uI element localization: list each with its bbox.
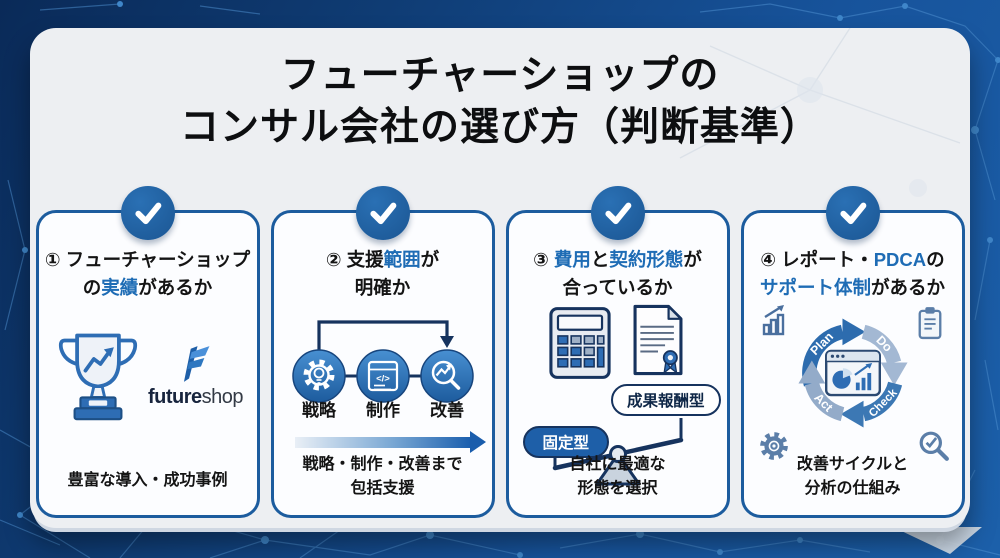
check-icon [134,202,161,225]
balance-scale-group: 固定型 成果報酬型 [509,376,727,490]
futureshop-logo-word: futureshop [147,386,244,408]
gradient-arrow-icon [294,430,486,453]
page-title-line1: フューチャーショップの [280,54,720,97]
gear-bulb-icon [291,348,346,403]
balance-scale-icon [552,417,683,485]
check-badge [355,186,410,240]
check-icon [369,202,396,225]
flow-step-label: 戦略 [302,400,337,420]
card-support-scope: ② 支援範囲が 明確か [270,186,495,518]
growth-chart-icon [762,304,784,335]
card2-caption: 戦略・制作・改善まで 包括支援 [302,456,463,497]
card1-heading: ① フューチャーショップ の実績があるか [44,249,251,298]
contract-document-icon [633,304,682,375]
criteria-cards: ① フューチャーショップ の実績があるか [30,186,970,518]
card4-visual: Plan Do Check Act [744,304,962,464]
calculator-icon [548,306,611,379]
card-track-record: ① フューチャーショップ の実績があるか [35,186,260,518]
flow-diagram: </> 戦略 制作 改善 [291,319,474,420]
trophy-growth-icon [58,333,138,420]
magnifier-check-icon [919,431,949,461]
page-title-line2: コンサル会社の選び方（判断基準） [179,105,820,149]
card3-heading: ③ 費用と契約形態が 合っているか [533,249,702,298]
card1-caption: 豊富な導入・成功事例 [67,472,228,489]
dashboard-window-icon [824,349,881,396]
card1-heading-line1: ① フューチャーショップ [44,249,251,270]
flow-step-label: 制作 [366,400,400,420]
magnifier-chart-icon [419,348,474,403]
card-report-pdca: ④ レポート・PDCAの サポート体制があるか [740,186,965,518]
card4-caption: 改善サイクルと 分析の仕組み [796,456,909,497]
card3-caption: 自社に最適な 形態を選択 [569,456,666,497]
futureshop-logo: futureshop [147,344,244,409]
page-title: フューチャーショップの コンサル会社の選び方（判断基準） [30,28,970,154]
clipboard-icon [918,306,941,339]
performance-fee-pill: 成果報酬型 [610,383,721,416]
card1-visual: futureshop [39,314,257,434]
pdca-cycle-icon: Plan Do Check Act [797,317,908,428]
svg-text:</>: </> [376,373,390,384]
check-badge [590,186,645,240]
card2-heading: ② 支援範囲が 明確か [325,249,440,298]
card-cost-contract: ③ 費用と契約形態が 合っているか [505,186,730,518]
card4-heading: ④ レポート・PDCAの サポート体制があるか [759,249,946,298]
panel-watermark-lines [679,28,961,197]
content-panel: フューチャーショップの コンサル会社の選び方（判断基準） ① フューチャーショッ… [30,28,970,528]
loop-arrow-icon [316,319,454,350]
flow-step-label: 改善 [430,400,464,420]
check-badge [825,186,880,240]
card3-visual [509,304,727,380]
check-icon [839,202,866,225]
card2-visual: </> 戦略 制作 改善 [274,310,492,453]
code-window-icon: </> [355,348,410,403]
futureshop-logo-mark [184,346,210,382]
check-icon [604,202,631,225]
fixed-fee-pill: 固定型 [522,425,610,458]
check-badge [120,186,175,240]
gear-icon [759,431,788,460]
